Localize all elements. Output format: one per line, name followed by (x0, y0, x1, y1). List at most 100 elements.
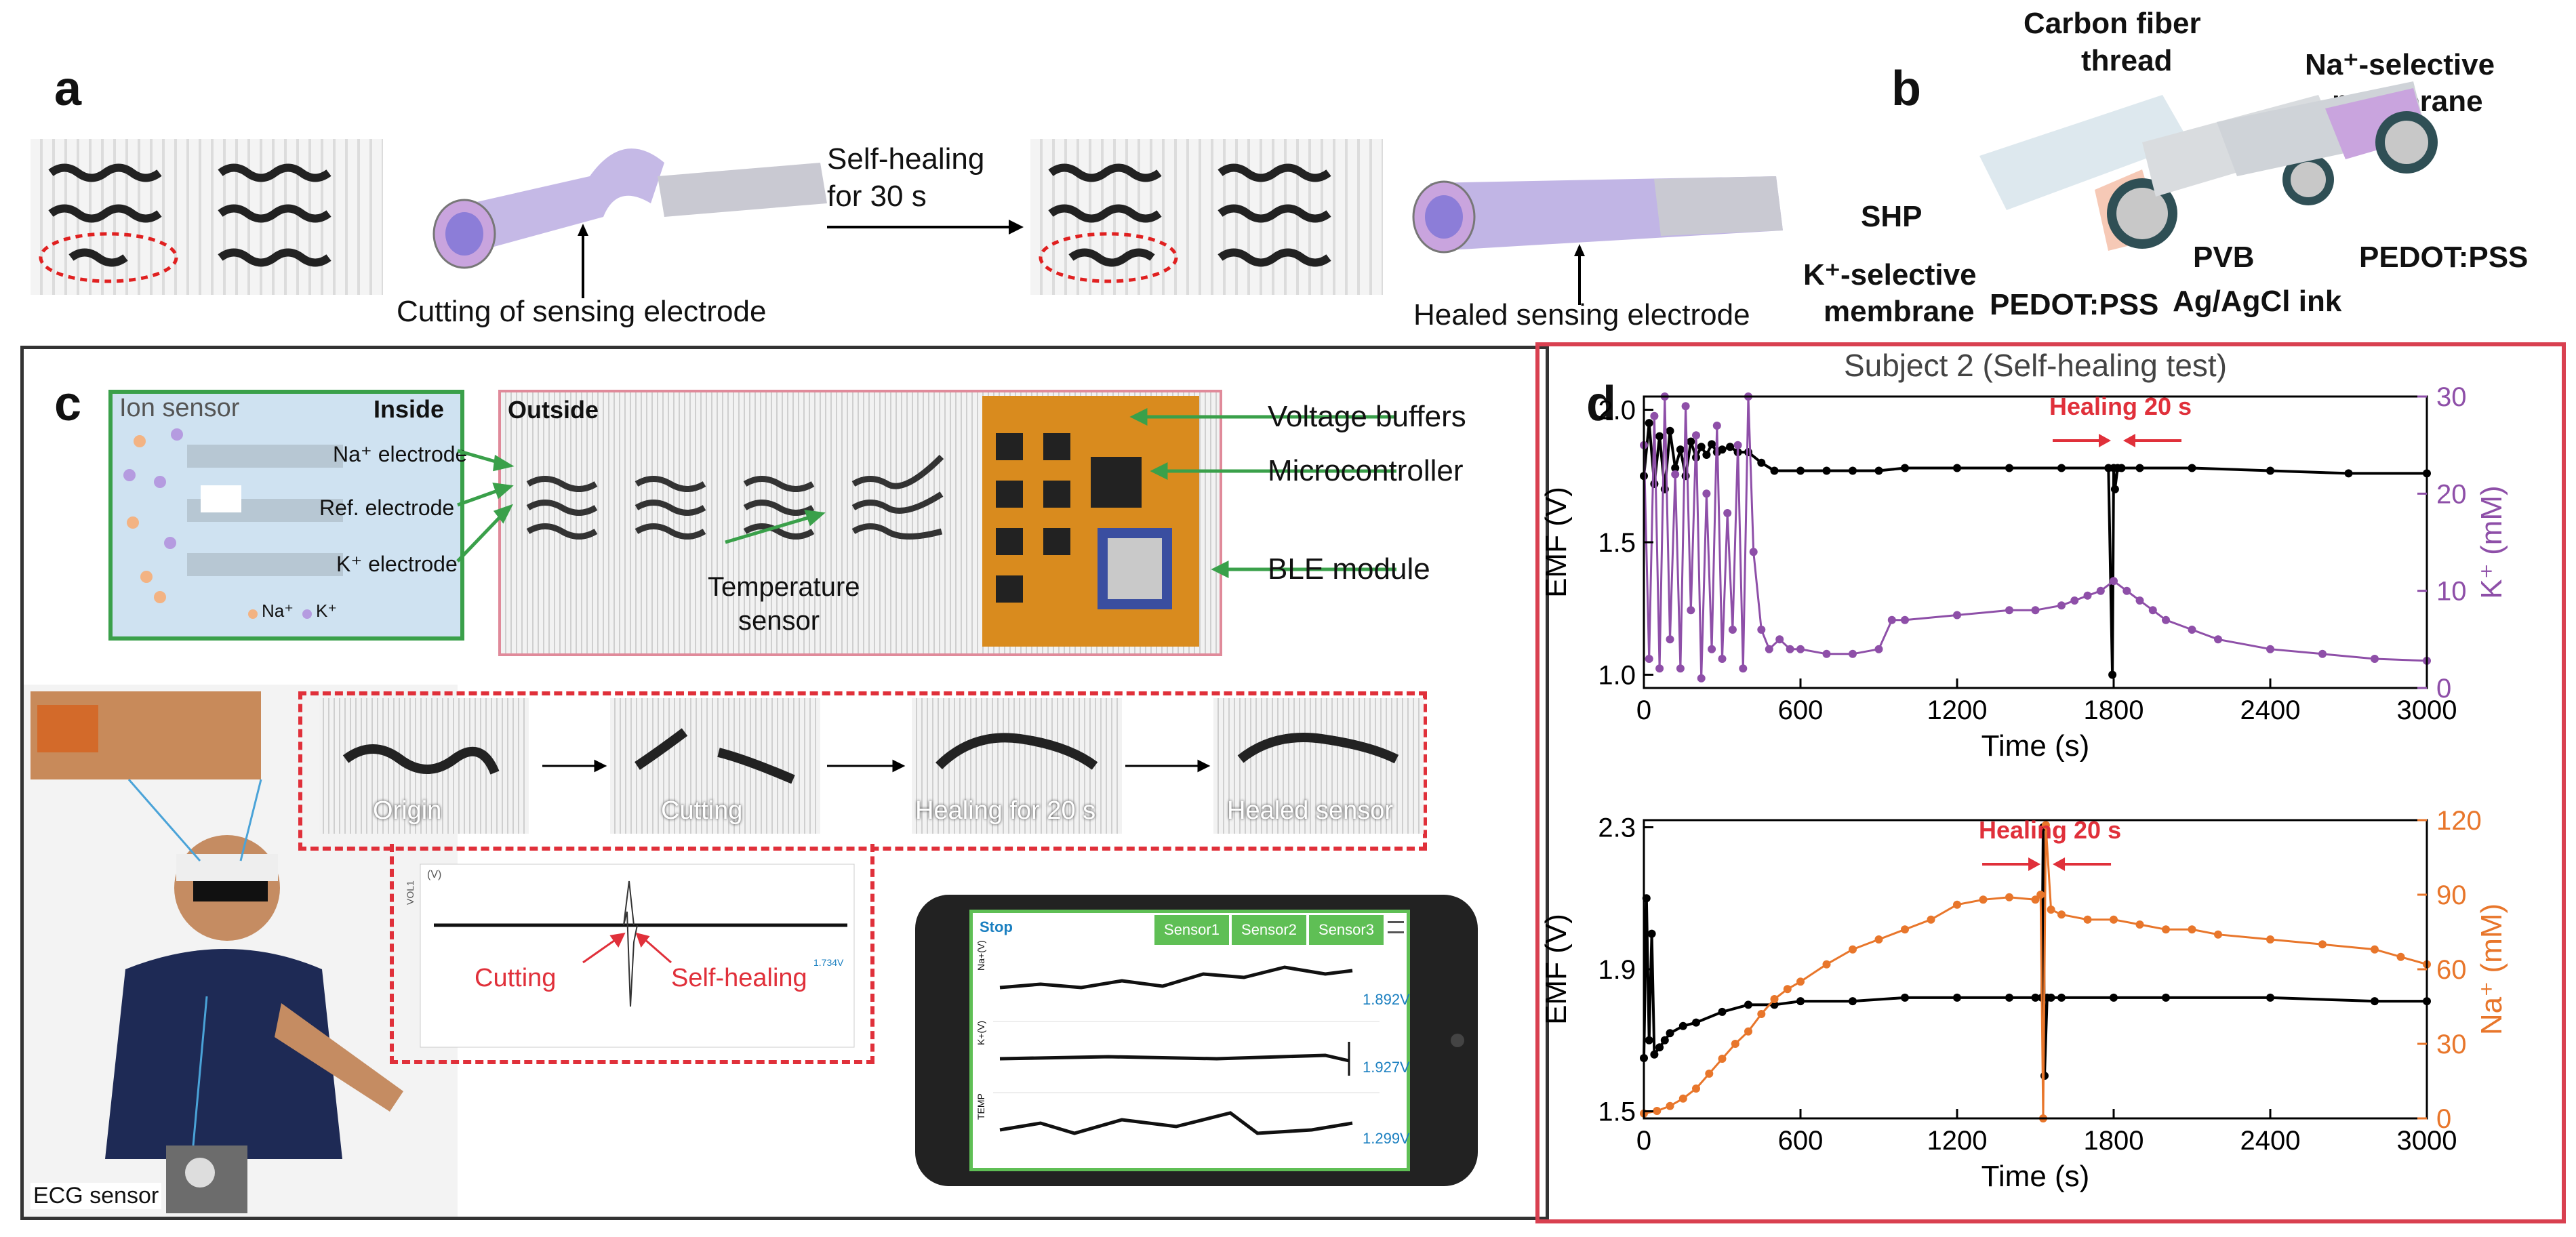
k-chart-point-emf (2266, 466, 2274, 475)
textile-sensor-photo-before (31, 139, 383, 295)
na-chart-point-ion (2396, 952, 2405, 961)
k-chart-point-ion (1749, 548, 1758, 556)
k-chart-point-ion (1887, 615, 1896, 624)
healing-sequence-frame (298, 691, 1427, 851)
ion-sensor-title: Ion sensor (119, 394, 240, 422)
na-chart-point-ion (1979, 895, 1988, 904)
outside-textile-photo: Outside Temperature sensor (498, 390, 1222, 656)
na-chart-point-ion (2036, 891, 2045, 899)
na-chart-point-ion (1718, 1055, 1727, 1063)
k-chart-point-ion (2057, 601, 2066, 610)
k-chart-point-emf (1822, 466, 1831, 475)
subject-cycling-photo: ECG sensor (24, 685, 458, 1217)
self-healing-text-1: Self-healing (827, 142, 985, 176)
k-chart-point-ion (1676, 664, 1685, 673)
na-chart-point-ion (2005, 893, 2013, 901)
caption-cutting-electrode: Cutting of sensing electrode (397, 295, 767, 328)
k-chart-point-ion (1728, 626, 1737, 634)
step-label-origin: Origin (373, 796, 442, 825)
k-chart-point-ion (2135, 596, 2144, 605)
k-chart-title: Subject 2 (Self-healing test) (1844, 348, 2227, 383)
label-shp: SHP (1861, 200, 1923, 233)
k-chart-point-ion (2318, 649, 2327, 658)
na-chart-point-emf (1647, 929, 1656, 938)
na-chart-point-ion (2162, 925, 2170, 934)
label-ag-agcl-ink: Ag/AgCl ink (2173, 285, 2342, 318)
k-chart-point-ion (2148, 606, 2157, 615)
k-chart-point-emf (1726, 443, 1735, 451)
na-chart-point-ion (1927, 915, 1935, 924)
na-chart-y2-tick-label: 60 (2436, 955, 2467, 985)
na-chart-point-ion (1692, 1084, 1700, 1093)
phone-row2-label: K+(V) (975, 1020, 986, 1045)
panel-d-frame (1535, 342, 2566, 1223)
na-chart-point-ion (1783, 985, 1792, 994)
k-legend-dot-icon (302, 609, 312, 619)
inset-cutting-label: Cutting (475, 964, 556, 992)
label-carbon-fiber-1: Carbon fiber (2024, 7, 2201, 40)
phone-stop-button[interactable]: Stop (980, 918, 1013, 935)
inset-axis-label: VOL1 (405, 880, 416, 905)
panel-d-label: d (1586, 377, 1616, 431)
k-chart-y-tick-label: 1.0 (1598, 660, 1636, 690)
k-chart-point-ion (2070, 596, 2079, 605)
inset-unit: (V) (427, 869, 441, 880)
k-chart-y2-axis-label: K⁺ (mM) (2475, 485, 2508, 599)
k-chart-x-tick-label: 3000 (2397, 695, 2457, 725)
k-chart-point-emf (2117, 464, 2126, 472)
phone-sensor1-tab[interactable]: Sensor1 (1154, 915, 1229, 945)
step-healing-photo (912, 698, 1122, 834)
k-chart-point-ion (2096, 586, 2105, 595)
cut-arrow (578, 224, 588, 298)
na-chart-point-emf (1666, 1029, 1674, 1038)
na-chart-point-ion (2041, 821, 2050, 830)
label-pvb: PVB (2193, 241, 2255, 274)
na-chart-point-ion (1653, 1107, 1662, 1115)
k-chart-x-tick-label: 600 (1778, 695, 1824, 725)
phone-sensor3-tab[interactable]: Sensor3 (1309, 915, 1384, 945)
na-chart-y2-tick-label: 120 (2436, 806, 2482, 836)
na-chart-point-ion (1953, 900, 1961, 909)
na-chart-point-emf (2031, 993, 2040, 1002)
k-chart-point-ion (2122, 586, 2131, 595)
inset-value: 1.734V (813, 957, 844, 968)
na-chart-point-emf (2005, 993, 2013, 1002)
na-chart-point-ion (1757, 1010, 1766, 1018)
na-chart-point-emf (2057, 993, 2066, 1002)
k-chart-point-ion (1708, 645, 1716, 653)
na-chart-y2-tick-label: 30 (2436, 1030, 2467, 1059)
k-chart-point-ion (1645, 655, 1653, 663)
k-chart-point-ion (2162, 615, 2170, 624)
k-chart-x-axis-label: Time (s) (1981, 729, 2090, 763)
panel-a-label: a (54, 62, 82, 116)
k-chart-point-emf (1671, 464, 1680, 472)
k-chart-point-emf (1901, 464, 1909, 472)
k-chart-point-ion (2005, 606, 2013, 615)
na-chart-point-emf (1953, 993, 1961, 1002)
na-chart-point-emf (2266, 993, 2274, 1002)
k-chart-point-ion (2266, 645, 2274, 653)
na-chart-y-axis-label: EMF (V) (1539, 914, 1573, 1025)
k-chart-point-ion (1702, 489, 1711, 498)
k-chart-y2-tick-label: 0 (2436, 674, 2451, 704)
ecg-sensor-label: ECG sensor (31, 1183, 162, 1209)
na-chart-x-tick-label: 0 (1636, 1126, 1651, 1156)
phone-sensor2-tab[interactable]: Sensor2 (1232, 915, 1306, 945)
k-chart-point-ion (2083, 591, 2092, 600)
k-chart-point-ion (1796, 645, 1805, 653)
caption-healed-electrode: Healed sensing electrode (1413, 298, 1750, 331)
na-chart-point-ion (2135, 920, 2144, 929)
k-chart-point-emf (1849, 466, 1857, 475)
label-carbon-fiber-2: thread (2081, 44, 2173, 77)
phone-menu-icon[interactable] (1388, 921, 1404, 933)
na-chart-healing-arrowhead-left (2028, 857, 2041, 871)
self-healing-arrow (827, 220, 1024, 235)
k-chart-y2-tick-label: 30 (2436, 382, 2467, 412)
cut-electrode-illustration (432, 148, 827, 269)
na-chart-point-ion (1770, 995, 1779, 1003)
k-chart-point-emf (1702, 451, 1711, 459)
voltage-buffers-label: Voltage buffers (1268, 400, 1466, 433)
k-chart-point-emf (2188, 464, 2196, 472)
na-chart-y-tick-label: 2.3 (1598, 813, 1636, 843)
k-chart-point-ion (1849, 649, 1857, 658)
